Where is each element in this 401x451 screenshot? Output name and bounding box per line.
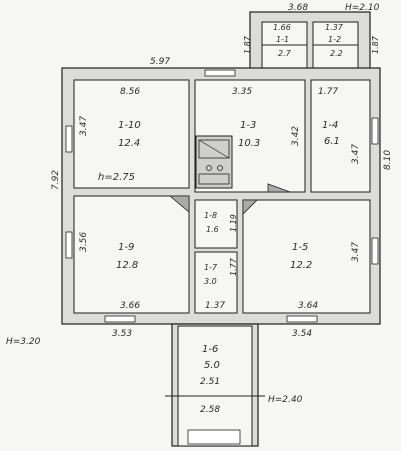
room-1-5-area-label: 12.2 (290, 260, 312, 271)
porch (165, 323, 265, 447)
room-1-3-id: 1-3 (240, 120, 256, 131)
dim-room1-4-w: 1.77 (318, 87, 338, 97)
stove-icon (195, 135, 233, 189)
dim-room1-3-w: 3.35 (232, 87, 252, 97)
room-1-9-area-label: 12.8 (116, 260, 138, 271)
room-1-10-area (73, 79, 190, 189)
main-house (61, 67, 381, 325)
room-1-2-area: 2.2 (330, 49, 343, 58)
room-1-1-id: 1-1 (276, 35, 289, 44)
room-labels: 1-1 2.7 1-2 2.2 1-10 12.4 h=2.75 1-3 10.… (98, 35, 343, 371)
dim-right-total: 8.10 (383, 150, 393, 170)
room-1-1-area: 2.7 (278, 49, 292, 58)
dim-porch-h: H=2.40 (268, 395, 303, 405)
dim-left-lower: 3.56 (79, 232, 89, 252)
room-1-6-area-label: 5.0 (204, 360, 220, 371)
dim-right-lower: 3.47 (351, 242, 361, 262)
room-1-10-area-label: 12.4 (118, 138, 140, 149)
dim-bottom-1-5: 3.64 (298, 301, 318, 311)
room-1-8-id: 1-8 (204, 211, 217, 220)
dim-h-left: H=3.20 (6, 337, 41, 347)
dim-porch-w-top: 2.51 (200, 377, 220, 387)
annex (249, 11, 371, 75)
dim-room1-4-h: 3.47 (351, 144, 361, 164)
room-1-5-area (242, 199, 371, 314)
room-1-3-area-label: 10.3 (238, 138, 260, 149)
dim-room1-10-w: 8.56 (120, 87, 140, 97)
dim-annex-right-height: 1.87 (371, 35, 380, 54)
dim-room1-2-w: 1.37 (325, 23, 344, 32)
room-1-7-area (194, 251, 238, 314)
room-1-10-id: 1-10 (118, 120, 141, 131)
dim-left-upper: 3.47 (79, 116, 89, 136)
dim-annex-h: H=2.10 (345, 3, 380, 13)
room-1-7-id: 1-7 (204, 263, 218, 272)
dim-bottom-mid: 1.37 (205, 301, 225, 311)
room-1-8-area-label: 1.6 (206, 225, 219, 234)
dimension-labels: 3.68 H=2.10 1.66 1.37 1.87 1.87 5.97 8.5… (6, 3, 393, 415)
room-1-6-id: 1-6 (202, 344, 218, 355)
height-note: h=2.75 (98, 172, 135, 183)
dim-annex-top: 3.68 (288, 3, 308, 13)
dim-room1-3-h: 3.42 (291, 126, 301, 146)
room-1-2-id: 1-2 (328, 35, 341, 44)
dim-bottom-1-9: 3.66 (120, 301, 140, 311)
dim-outer-left-bottom: 3.53 (112, 329, 132, 339)
room-1-9-id: 1-9 (118, 242, 134, 253)
room-1-4-area-label: 6.1 (324, 136, 340, 147)
room-1-4-id: 1-4 (322, 120, 338, 131)
dim-room1-1-w: 1.66 (273, 23, 291, 32)
room-1-8-area (194, 199, 238, 249)
room-1-4-area (310, 79, 371, 193)
room-1-7-area-label: 3.0 (204, 277, 217, 286)
dim-left-total: 7.92 (51, 170, 61, 190)
dim-outer-right-bottom: 3.54 (292, 329, 312, 339)
dim-top-main: 5.97 (150, 57, 170, 67)
dim-room1-7-h: 1.77 (229, 257, 238, 276)
dim-room1-8-h: 1.19 (229, 214, 238, 232)
room-1-5-id: 1-5 (292, 242, 308, 253)
room-1-9-area (73, 195, 190, 314)
dim-porch-w-bottom: 2.58 (200, 405, 220, 415)
dim-annex-left-height: 1.87 (243, 35, 252, 54)
